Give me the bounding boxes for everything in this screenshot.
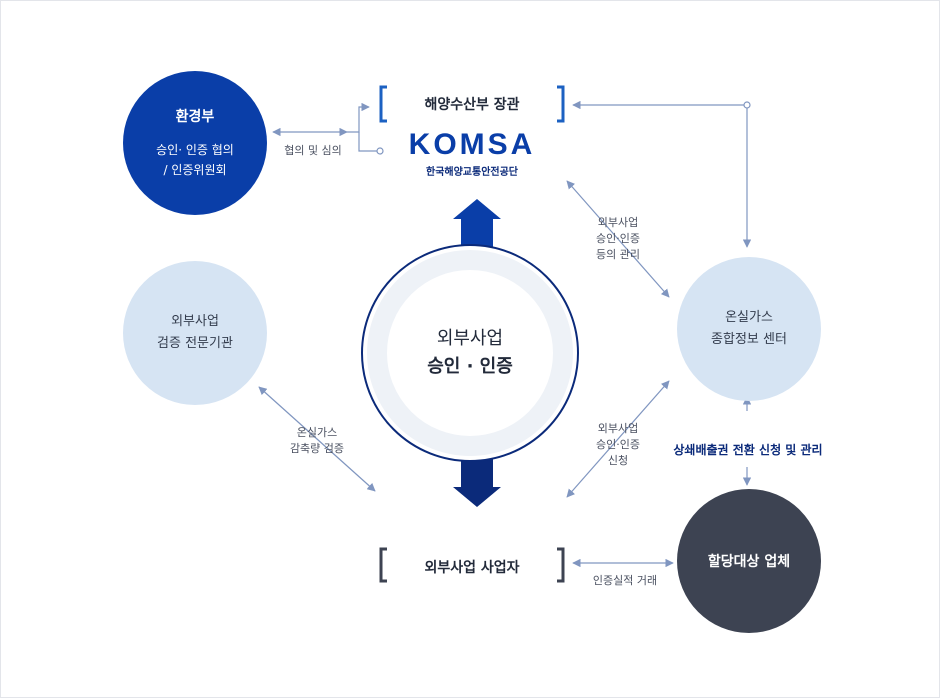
verify-arrow — [258, 386, 376, 492]
node-ministry-env-sub2: / 인증위원회 — [163, 163, 227, 177]
node-ministry-env: 환경부 승인· 인증 협의 / 인증위원회 — [123, 71, 267, 215]
mof-title: 해양수산부 장관 — [424, 97, 520, 113]
node-center: 외부사업 승인 · 인증 — [390, 273, 550, 433]
manage-label: 외부사업 승인·인증 등의 관리 — [585, 215, 651, 263]
apply-arrow — [566, 380, 670, 498]
node-allocated-title: 할당대상 업체 — [707, 554, 791, 570]
manage-arrow — [566, 180, 670, 298]
verify-label-line: 감축량 검증 — [289, 442, 345, 455]
consult-label: 협의 및 심의 — [284, 144, 342, 157]
verify-label-line: 온실가스 — [296, 426, 338, 439]
node-ministry-env-title: 환경부 — [175, 109, 215, 125]
consult-branch-top — [347, 102, 370, 133]
node-ghg-center-line2: 종합정보 센터 — [711, 332, 787, 347]
verify-label: 온실가스 감축량 검증 — [277, 425, 357, 457]
consult-branch-bottom — [358, 132, 377, 152]
node-center-line2: 승인 · 인증 — [427, 356, 513, 377]
node-center-line1: 외부사업 — [436, 328, 504, 349]
bracket-icon — [379, 85, 565, 123]
apply-label-line: 승인·인증 — [596, 438, 640, 451]
manage-label-line: 승인·인증 — [596, 232, 640, 245]
node-allocated: 할당대상 업체 — [677, 489, 821, 633]
manage-label-line: 등의 관리 — [596, 248, 640, 261]
offset-label: 상쇄배출권 전환 신청 및 관리 — [673, 443, 823, 457]
apply-label: 외부사업 승인·인증 신청 — [585, 421, 651, 469]
node-ghg-center-line1: 온실가스 — [725, 310, 773, 325]
node-verifier-line1: 외부사업 — [171, 314, 219, 329]
komsa-logo: KOMSA — [408, 128, 536, 161]
bracket-icon — [379, 547, 565, 583]
node-verifier-line2: 검증 전문기관 — [157, 336, 233, 351]
center-ring — [361, 244, 579, 462]
node-verifier: 외부사업 검증 전문기관 — [123, 261, 267, 405]
operator-title: 외부사업 사업자 — [424, 560, 520, 576]
node-ghg-center: 온실가스 종합정보 센터 — [677, 257, 821, 401]
trade-label: 인증실적 거래 — [592, 574, 658, 587]
double-arrow-icon — [453, 199, 501, 507]
node-ministry-env-sub1: 승인· 인증 협의 — [156, 143, 234, 157]
apply-label-line: 외부사업 — [597, 422, 639, 435]
komsa-logo-subtitle: 한국해양교통안전공단 — [426, 167, 518, 178]
manage-label-line: 외부사업 — [597, 216, 639, 229]
apply-label-line: 신청 — [607, 454, 629, 467]
